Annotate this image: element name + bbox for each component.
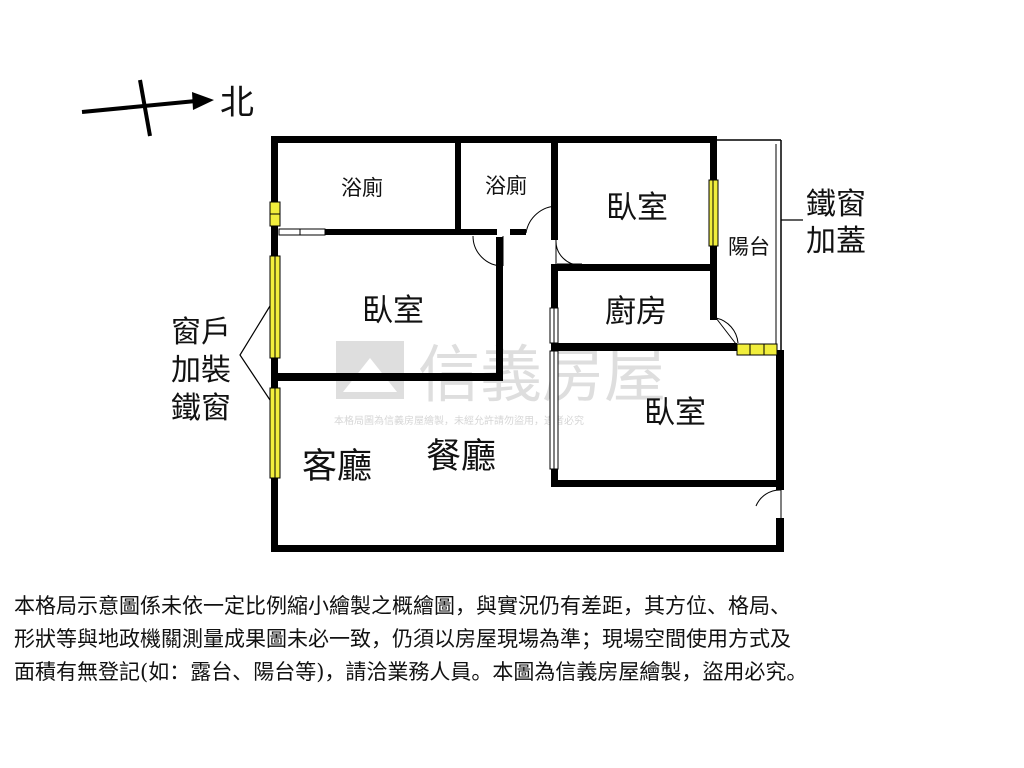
balcony-outline	[713, 139, 782, 352]
compass-cross-line	[138, 79, 152, 137]
disclaimer-line-2: 形狀等與地政機關測量成果圖未必一致，仍須以房屋現場為準；現場空間使用方式及	[14, 627, 791, 651]
balcony-note-line-2: 加蓋	[806, 224, 866, 259]
compass-line	[81, 99, 197, 114]
balcony-note-line-1: 鐵窗	[806, 187, 866, 222]
window-note-pointer	[239, 305, 271, 401]
label-bedroom-se: 臥室	[644, 395, 706, 431]
window-balcony	[736, 343, 778, 356]
label-bath-1: 浴廁	[341, 176, 383, 200]
door-balcony	[715, 317, 737, 345]
window-note-line-3: 鐵窗	[171, 391, 231, 426]
label-bedroom-ne: 臥室	[606, 190, 668, 226]
disclaimer: 本格局示意圖係未依一定比例縮小繪製之概繪圖，與實況仍有差距，其方位、格局、 形狀…	[14, 590, 1014, 689]
window-note-line-2: 加裝	[171, 353, 231, 388]
sliding-door-bath	[278, 228, 326, 236]
compass: 北	[81, 79, 254, 137]
disclaimer-line-1: 本格局示意圖係未依一定比例縮小繪製之概繪圖，與實況仍有差距，其方位、格局、	[14, 594, 791, 618]
doors	[278, 205, 782, 518]
watermark-fine-print: 本格局圖為信義房屋繪製，未經允許請勿盜用，違者必究	[334, 414, 584, 427]
compass-label: 北	[220, 83, 254, 123]
label-bath-2: 浴廁	[485, 174, 527, 198]
walls	[271, 136, 784, 552]
windows	[269, 179, 778, 479]
window-note-line-1: 窗戶	[171, 315, 231, 350]
disclaimer-line-3: 面積有無登記(如：露台、陽台等)，請洽業務人員。本圖為信義房屋繪製，盜用必究。	[14, 660, 808, 684]
label-living-room: 客廳	[302, 447, 372, 487]
room-labels: 浴廁 浴廁 臥室 陽台 臥室 廚房 臥室 客廳 餐廳	[302, 174, 770, 487]
north-arrow-icon	[192, 92, 214, 110]
floor-plan: 信義房屋 本格局圖為信義房屋繪製，未經允許請勿盜用，違者必究 北	[81, 79, 866, 552]
label-bedroom-mid: 臥室	[362, 293, 424, 329]
label-balcony: 陽台	[728, 235, 770, 259]
label-kitchen: 廚房	[605, 294, 667, 330]
label-dining-room: 餐廳	[426, 437, 496, 477]
balcony-note: 鐵窗 加蓋	[781, 187, 866, 259]
window-note: 窗戶 加裝 鐵窗	[171, 305, 271, 426]
